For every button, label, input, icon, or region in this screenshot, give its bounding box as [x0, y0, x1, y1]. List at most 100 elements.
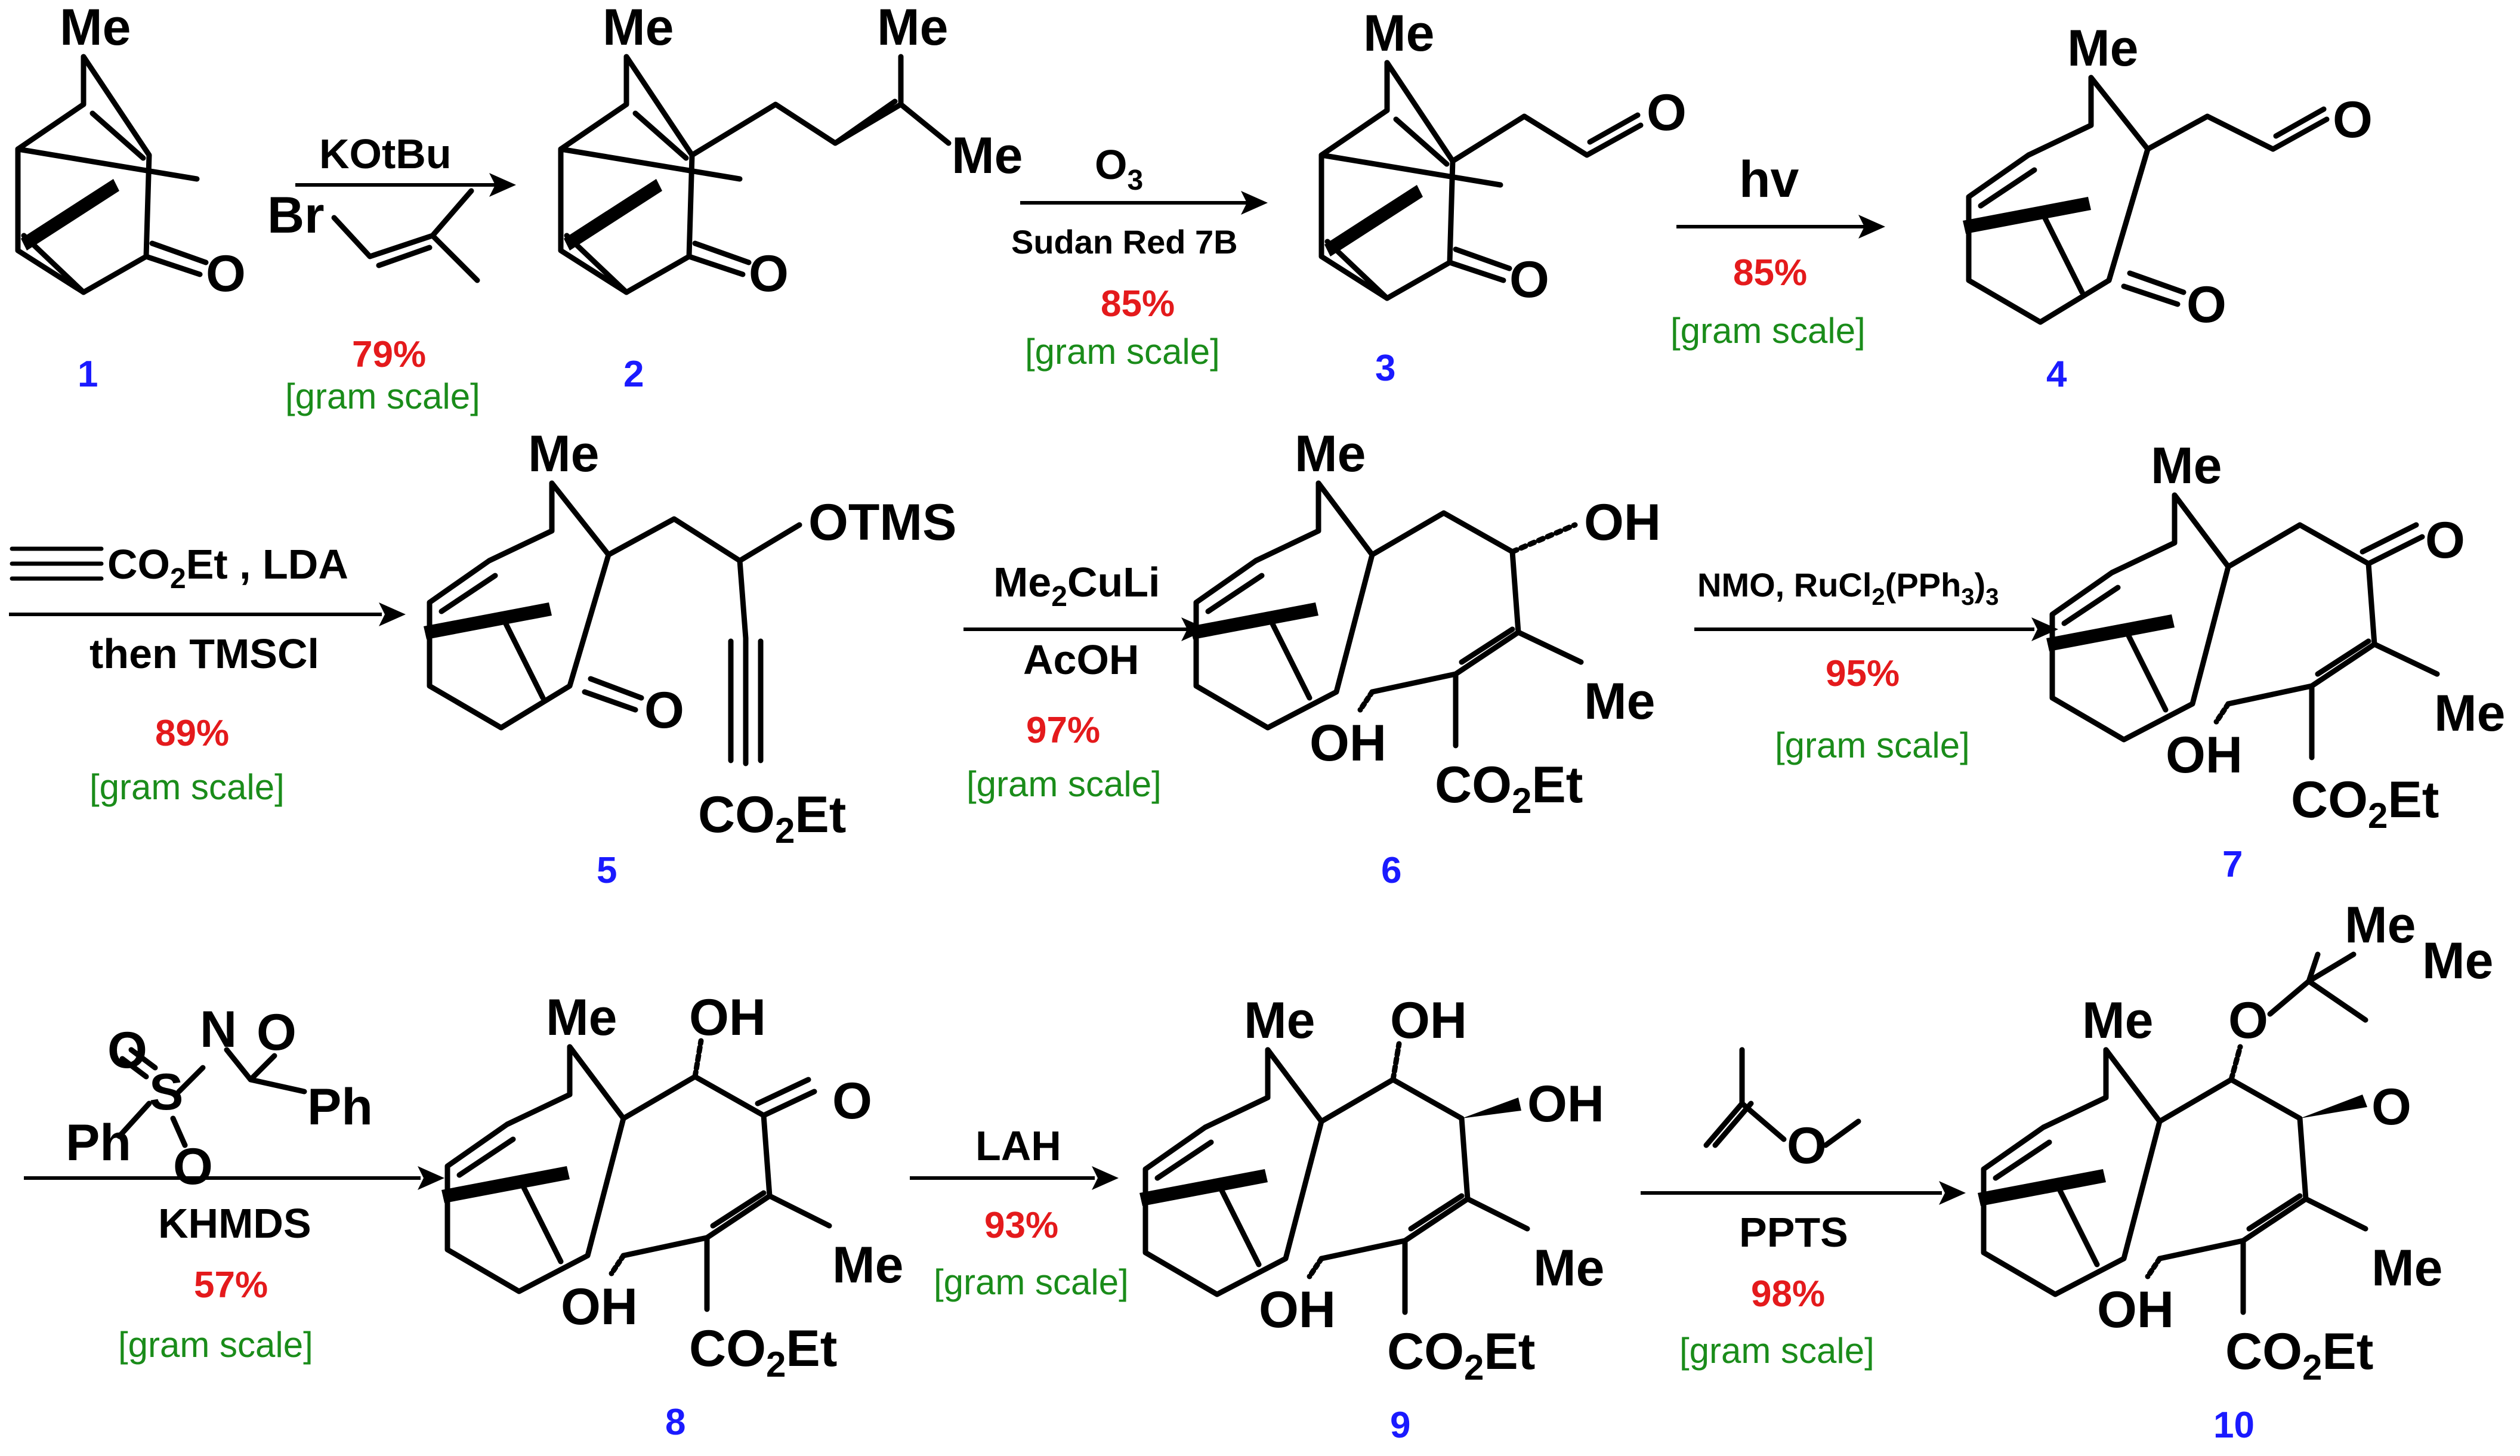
step-4-yield: 89% — [155, 713, 229, 754]
step-9: O PPTS 98% [gram scale] — [1641, 1047, 1966, 1371]
step-9-o-label: O — [1787, 1117, 1827, 1174]
step-5-scale: [gram scale] — [966, 764, 1162, 804]
compound-10-me-right-label: Me — [2371, 1239, 2442, 1297]
step-5-reagent-below: AcOH — [1023, 636, 1139, 683]
compound-3-me-label: Me — [1363, 5, 1434, 62]
step-7-scale: [gram scale] — [118, 1325, 313, 1365]
compound-1-number: 1 — [78, 354, 98, 395]
step-4-reagent-below: then TMSCl — [89, 630, 319, 677]
compound-7-number: 7 — [2222, 844, 2243, 885]
step-8: LAH 93% [gram scale] — [910, 1123, 1129, 1302]
compound-6-me-right-label: Me — [1584, 673, 1655, 730]
step-8-yield: 93% — [984, 1205, 1058, 1246]
step-7: N O Ph S O O Ph KHMDS 57% [gram scale] — [24, 1001, 444, 1365]
compound-7-me-right-label: Me — [2434, 685, 2505, 742]
compound-8-oh-bottom-label: OH — [561, 1278, 638, 1336]
compound-4-structure: Me O O 4 — [1963, 20, 2373, 395]
compound-4-o-ketone-label: O — [2187, 276, 2226, 333]
step-1-scale: [gram scale] — [285, 376, 480, 416]
compound-6-ester-label: CO2Et — [1435, 756, 1583, 821]
compound-5-ester-label: CO2Et — [698, 786, 846, 851]
step-9-reagent-below: PPTS — [1739, 1209, 1848, 1256]
compound-10-me-top-right-label: Me — [2422, 932, 2493, 990]
compound-4-me-label: Me — [2067, 20, 2138, 77]
step-9-scale: [gram scale] — [1679, 1331, 1874, 1371]
step-7-o-label: O — [257, 1004, 297, 1061]
compound-6-number: 6 — [1381, 850, 1401, 891]
compound-9-oh-right-label: OH — [1527, 1075, 1604, 1133]
compound-8-me-right-label: Me — [832, 1236, 903, 1294]
compound-2-structure: Me O Me Me 2 — [558, 0, 1023, 395]
compound-5-me-label: Me — [528, 425, 599, 483]
step-7-n-label: N — [200, 1001, 237, 1058]
compound-10-structure: Me O Me Me O Me OH CO2Et 10 — [1978, 897, 2493, 1446]
step-5-reagent-above: Me2CuLi — [993, 559, 1160, 613]
compound-10-o-right-label: O — [2371, 1078, 2411, 1136]
compound-2-me-right-label: Me — [952, 127, 1023, 184]
compound-9-oh-top-label: OH — [1390, 992, 1467, 1049]
compound-5-o-label: O — [644, 682, 684, 739]
compound-7-oh-label: OH — [2166, 727, 2243, 784]
step-1-yield: 79% — [352, 334, 426, 375]
step-4: CO2Et , LDA then TMSCl 89% [gram scale] — [9, 541, 406, 807]
step-3-scale: [gram scale] — [1670, 311, 1866, 351]
compound-3-structure: Me O O 3 — [1318, 5, 1687, 389]
step-7-ph-right-label: Ph — [307, 1078, 373, 1136]
step-2-reagent-above: O3 — [1095, 141, 1143, 196]
compound-2-me-top-label: Me — [877, 0, 948, 56]
compound-7-me-label: Me — [2151, 437, 2222, 494]
step-7-o-s-top-label: O — [107, 1022, 147, 1079]
compound-3-o-aldehyde-label: O — [1647, 84, 1687, 141]
step-7-o-s-bottom-label: O — [173, 1138, 213, 1195]
step-1-reagent-above: KOtBu — [319, 131, 452, 177]
compound-2-me-label: Me — [603, 0, 674, 56]
compound-9-number: 9 — [1390, 1405, 1410, 1446]
step-6-yield: 95% — [1826, 653, 1900, 694]
compound-10-number: 10 — [2213, 1405, 2255, 1446]
step-6-scale: [gram scale] — [1775, 725, 1970, 765]
compound-4-number: 4 — [2046, 354, 2067, 395]
step-7-yield: 57% — [194, 1265, 268, 1306]
compound-6-oh-top-label: OH — [1584, 494, 1661, 551]
compound-10-me-label: Me — [2082, 992, 2153, 1049]
step-2-yield: 85% — [1101, 283, 1175, 324]
compound-9-me-right-label: Me — [1533, 1239, 1604, 1297]
compound-10-o-left-label: O — [2228, 992, 2268, 1049]
compound-9-ester-label: CO2Et — [1387, 1323, 1535, 1387]
step-8-scale: [gram scale] — [934, 1262, 1129, 1302]
compound-7-o-label: O — [2425, 512, 2465, 569]
step-4-reagent-above: CO2Et , LDA — [107, 541, 348, 595]
step-2-reagent-below: Sudan Red 7B — [1011, 223, 1238, 261]
compound-9-me-label: Me — [1244, 992, 1315, 1049]
compound-9-oh-bottom-label: OH — [1259, 1281, 1336, 1338]
compound-5-structure: Me O OTMS CO2Et 5 — [424, 425, 956, 891]
compound-3-number: 3 — [1375, 348, 1395, 389]
compound-1-o-label: O — [206, 245, 246, 302]
compound-3-o-ketone-label: O — [1509, 251, 1549, 308]
compound-8-o-label: O — [832, 1072, 872, 1130]
step-5: Me2CuLi AcOH 97% [gram scale] — [963, 559, 1208, 804]
compound-10-ester-label: CO2Et — [2225, 1323, 2373, 1387]
compound-5-otms-label: OTMS — [808, 494, 956, 551]
compound-4-o-aldehyde-label: O — [2333, 91, 2373, 149]
compound-10-oh-label: OH — [2097, 1281, 2174, 1338]
compound-8-structure: Me OH O Me OH CO2Et 8 — [441, 989, 903, 1443]
compound-10-me-top-label: Me — [2345, 897, 2416, 954]
compound-8-number: 8 — [665, 1402, 685, 1443]
step-1-br-label: Br — [267, 187, 325, 244]
compound-7-structure: Me O Me OH CO2Et 7 — [2046, 437, 2505, 885]
step-4-scale: [gram scale] — [89, 767, 285, 807]
step-2: O3 Sudan Red 7B 85% [gram scale] — [1011, 141, 1268, 372]
step-3: hv 85% [gram scale] — [1670, 151, 1885, 351]
step-1: KOtBu Br 79% [gram scale] — [267, 131, 516, 416]
compound-7-ester-label: CO2Et — [2291, 771, 2439, 836]
compound-9-structure: Me OH OH Me OH CO2Et 9 — [1139, 992, 1604, 1446]
compound-6-oh-bottom-label: OH — [1310, 715, 1386, 772]
compound-2-number: 2 — [623, 354, 644, 395]
compound-8-oh-top-label: OH — [689, 989, 766, 1046]
compound-2-o-label: O — [749, 245, 789, 302]
compound-1-me-label: Me — [60, 0, 131, 56]
compound-6-structure: Me OH Me OH CO2Et 6 — [1190, 425, 1661, 891]
step-2-scale: [gram scale] — [1025, 332, 1220, 372]
compound-1-structure: Me O 1 — [15, 0, 246, 395]
